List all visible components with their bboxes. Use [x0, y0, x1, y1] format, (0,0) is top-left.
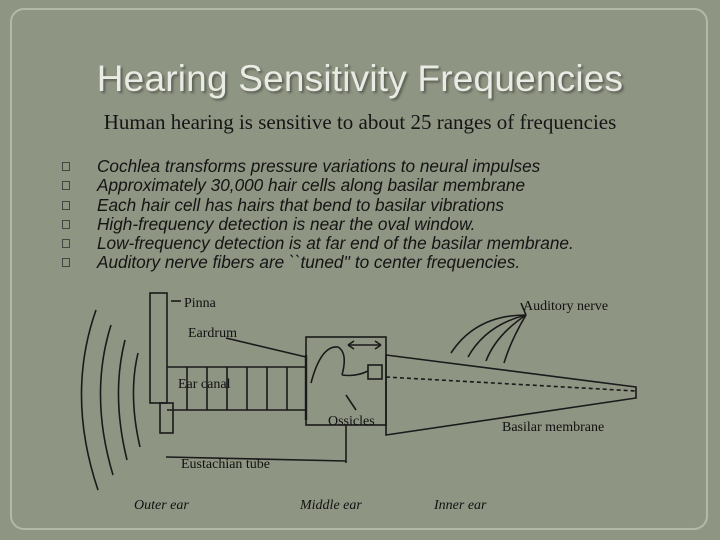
label-eardrum: Eardrum — [188, 326, 237, 341]
auditory-nerve-pointer — [520, 302, 527, 316]
label-basilar-membrane: Basilar membrane — [502, 420, 604, 435]
label-outer-ear: Outer ear — [134, 498, 189, 513]
slide-subtitle: Human hearing is sensitive to about 25 r… — [103, 110, 617, 134]
bullet-square-icon — [62, 239, 70, 249]
pinna-lobe — [159, 402, 174, 434]
label-middle-ear: Middle ear — [299, 498, 362, 513]
label-eustachian-tube: Eustachian tube — [181, 457, 270, 472]
auditory-nerve-fibers — [450, 314, 527, 364]
cochlea-shape — [385, 354, 637, 436]
slide-title: Hearing Sensitivity Frequencies — [96, 58, 624, 99]
bullet-square-icon — [62, 219, 70, 229]
label-inner-ear: Inner ear — [433, 498, 487, 513]
label-ear-canal: Ear canal — [178, 377, 231, 392]
bullet-square-icon — [62, 200, 70, 210]
pinna-shape — [149, 292, 168, 404]
eardrum-pointer — [225, 337, 307, 358]
label-pinna: Pinna — [184, 296, 217, 311]
basilar-membrane-shape — [385, 376, 637, 392]
sound-waves — [80, 309, 141, 491]
ossicles-shape — [310, 346, 383, 384]
slide-frame — [10, 8, 708, 530]
label-auditory-nerve: Auditory nerve — [523, 299, 608, 314]
ossicles-pointer — [345, 394, 357, 411]
bullet-square-icon — [62, 258, 70, 268]
middle-ear-cavity — [305, 336, 387, 426]
ear-anatomy-diagram: Pinna Eardrum Ear canal Ossicles Eustach… — [80, 292, 637, 513]
label-ossicles: Ossicles — [328, 414, 375, 429]
bullet-square-icon — [62, 162, 70, 171]
bullet-square-icon — [62, 181, 70, 191]
eustachian-tube-line — [165, 456, 347, 462]
ear-canal-shape — [167, 366, 306, 411]
vibration-arrow-icon — [347, 340, 382, 350]
